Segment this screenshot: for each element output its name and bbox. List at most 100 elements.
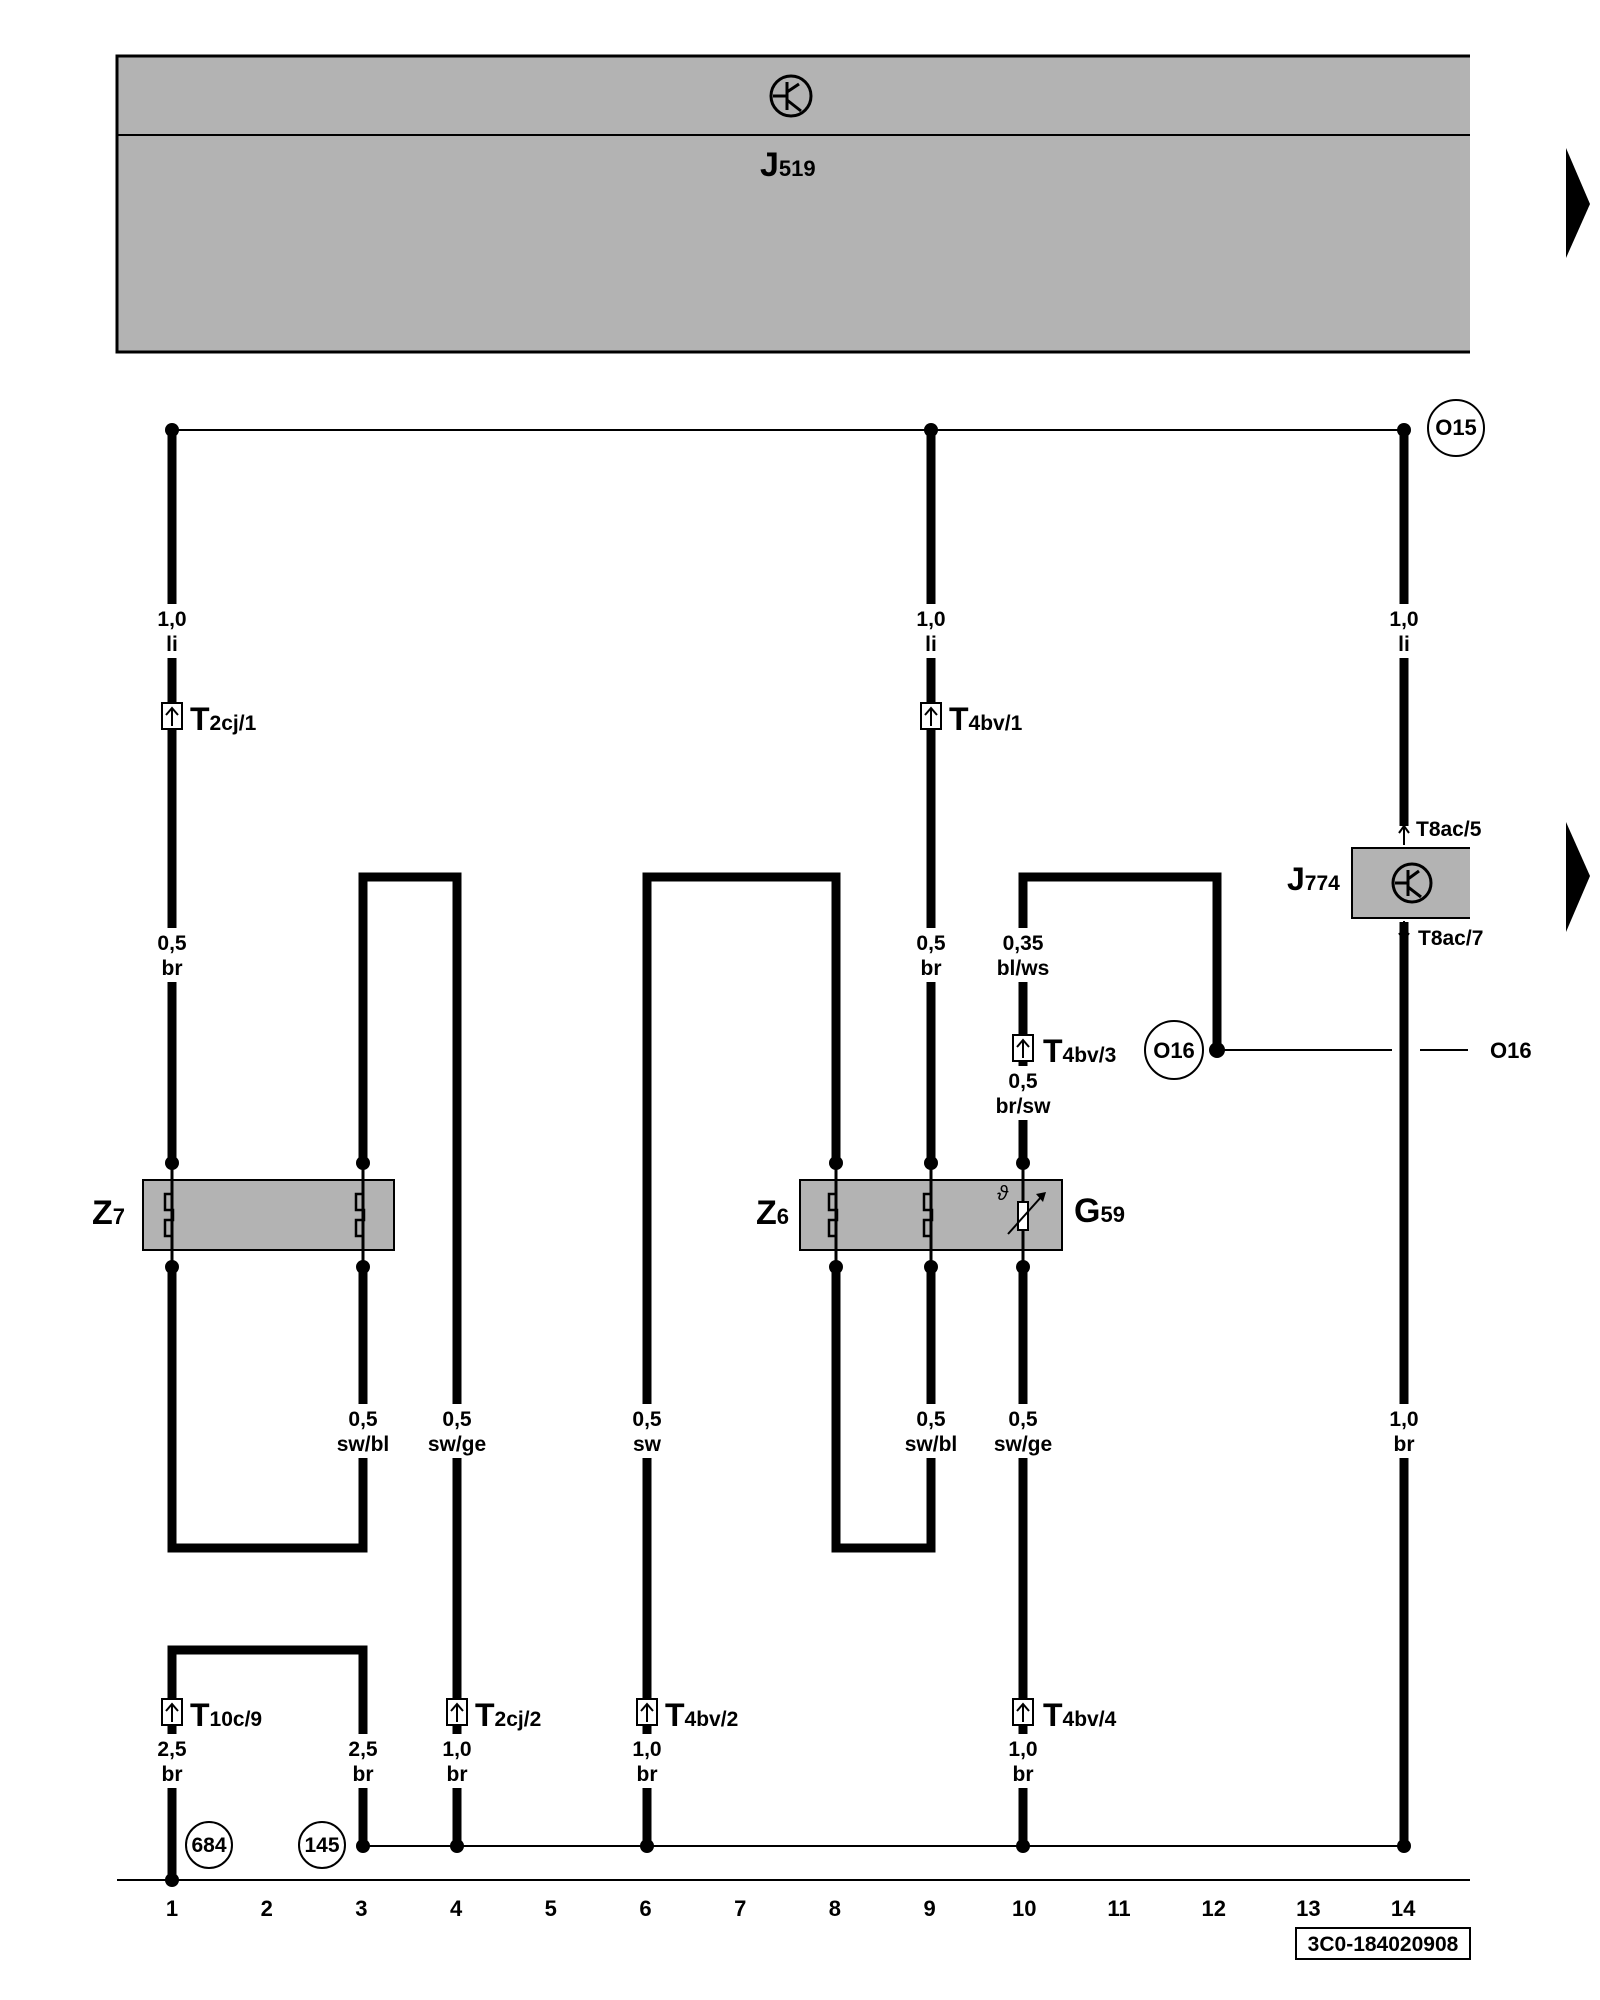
z7-label: Z7: [92, 1194, 125, 1232]
connector-t4bv4-label: T4bv/4: [1043, 1697, 1117, 1733]
wire-cross-section-label: 2,5: [348, 1738, 378, 1761]
column-number: 14: [1391, 1896, 1416, 1921]
svg-text:145: 145: [304, 1834, 339, 1857]
heater-element-z7: Z7: [92, 1163, 395, 1267]
wire-color-label: li: [925, 633, 937, 656]
wire-label-background: [987, 1066, 1059, 1120]
wire-label-background: [895, 928, 967, 982]
wire-label-background: [987, 1734, 1059, 1788]
column-number: 6: [639, 1896, 651, 1921]
wire-label-background: [987, 1404, 1059, 1458]
wire-cross-section-label: 0,5: [632, 1408, 662, 1431]
column-number: 12: [1201, 1896, 1225, 1921]
connector-symbols: [161, 702, 1034, 1726]
wire-color-label: sw: [633, 1433, 662, 1456]
wire-color-label: sw/ge: [994, 1433, 1052, 1456]
column-number: 2: [261, 1896, 273, 1921]
column-number: 5: [545, 1896, 557, 1921]
electronic-control-icon: [769, 74, 813, 118]
wire-label-background: [421, 1404, 493, 1458]
wire-cross-section-label: 0,5: [348, 1408, 378, 1431]
svg-text:O15: O15: [1435, 415, 1477, 440]
wire-color-label: br: [162, 957, 183, 980]
column-number: 9: [923, 1896, 935, 1921]
wire-color-label: br: [447, 1763, 468, 1786]
wire-cross-section-label: 1,0: [1389, 1408, 1418, 1431]
wire-labels: 1,0li1,0li1,0li0,5br0,5br0,35bl/ws0,5br/…: [136, 604, 1440, 1788]
wire-cross-section-label: 1,0: [1008, 1738, 1037, 1761]
j774-pin-bottom: T8ac/7: [1418, 927, 1483, 950]
wire-label-background: [611, 1404, 683, 1458]
g59-label: G59: [1074, 1192, 1125, 1230]
wire-color-label: br: [637, 1763, 658, 1786]
wire-cross-section-label: 1,0: [1389, 608, 1418, 631]
wire-cross-section-label: 2,5: [157, 1738, 187, 1761]
connector-t2cj1-label: T2cj/1: [190, 701, 257, 737]
wire-color-label: br: [921, 957, 942, 980]
connector-t4bv2-label: T4bv/2: [665, 1697, 738, 1733]
svg-text:3C0-184020908: 3C0-184020908: [1308, 1933, 1459, 1956]
wire-cross-section-label: 1,0: [442, 1738, 471, 1761]
wire-label-background: [327, 1404, 399, 1458]
j519-label: J519: [760, 146, 816, 184]
thermistor-icon: ϑ: [997, 1183, 1009, 1205]
column-number: 11: [1107, 1896, 1130, 1921]
column-number: 1: [166, 1896, 178, 1921]
junction-dots: [165, 423, 1411, 1887]
o16-continuation-label: O16: [1490, 1038, 1532, 1063]
electronic-control-icon: [1391, 862, 1433, 904]
wire-cross-section-label: 0,5: [1008, 1408, 1038, 1431]
wire-color-label: sw/ge: [428, 1433, 486, 1456]
column-number: 4: [450, 1896, 463, 1921]
wire-color-label: li: [166, 633, 178, 656]
continuation-arrow-icon[interactable]: [1566, 822, 1590, 932]
connector-t4bv1-label: T4bv/1: [949, 701, 1023, 737]
wire-color-label: br: [1394, 1433, 1415, 1456]
wire-label-background: [611, 1734, 683, 1788]
svg-text:O16: O16: [1153, 1038, 1195, 1063]
connector-t4bv3-label: T4bv/3: [1043, 1033, 1116, 1069]
reference-145: 145: [298, 1821, 346, 1869]
wire-cross-section-label: 0,5: [916, 1408, 946, 1431]
wire-color-label: li: [1398, 633, 1410, 656]
wire-label-background: [895, 1404, 967, 1458]
wire-label-background: [136, 604, 208, 658]
wire-cross-section-label: 1,0: [916, 608, 945, 631]
wire-cross-section-label: 0,35: [1003, 932, 1044, 955]
continuation-arrow-icon[interactable]: [1566, 148, 1590, 258]
reference-o16: O16: [1144, 1020, 1204, 1080]
wire-color-label: br/sw: [996, 1095, 1052, 1118]
wire-label-background: [327, 1734, 399, 1788]
column-number: 10: [1012, 1896, 1036, 1921]
j774-label: J774: [1287, 861, 1340, 897]
wire-color-label: sw/bl: [905, 1433, 958, 1456]
wire-label-background: [987, 928, 1059, 982]
module-j774: J774 T8ac/5 T8ac/7: [1287, 818, 1483, 950]
wire-color-label: bl/ws: [997, 957, 1050, 980]
reference-o15: O15: [1427, 399, 1485, 457]
z6-label: Z6: [756, 1194, 789, 1232]
wire-label-background: [1368, 604, 1440, 658]
wire-cross-section-label: 0,5: [916, 932, 946, 955]
wire-label-background: [136, 928, 208, 982]
wire-label-background: [895, 604, 967, 658]
column-number: 7: [734, 1896, 746, 1921]
svg-text:684: 684: [191, 1834, 226, 1857]
reference-684: 684: [185, 1821, 233, 1869]
wire-label-background: [136, 1734, 208, 1788]
j774-pin-top: T8ac/5: [1416, 818, 1482, 841]
column-number: 8: [829, 1896, 841, 1921]
wire-cross-section-label: 0,5: [1008, 1070, 1038, 1093]
wire-color-label: br: [162, 1763, 183, 1786]
temperature-sensor-g59: ϑ G59: [997, 1183, 1125, 1235]
diagram-code: 3C0-184020908: [1295, 1927, 1471, 1960]
wire-color-label: sw/bl: [337, 1433, 390, 1456]
connector-t2cj2-label: T2cj/2: [475, 1697, 541, 1733]
thick-wires: [167, 430, 1409, 1880]
wire-cross-section-label: 0,5: [442, 1408, 472, 1431]
wire-label-background: [1368, 1404, 1440, 1458]
wire-cross-section-label: 0,5: [157, 932, 187, 955]
wire-label-background: [421, 1734, 493, 1788]
